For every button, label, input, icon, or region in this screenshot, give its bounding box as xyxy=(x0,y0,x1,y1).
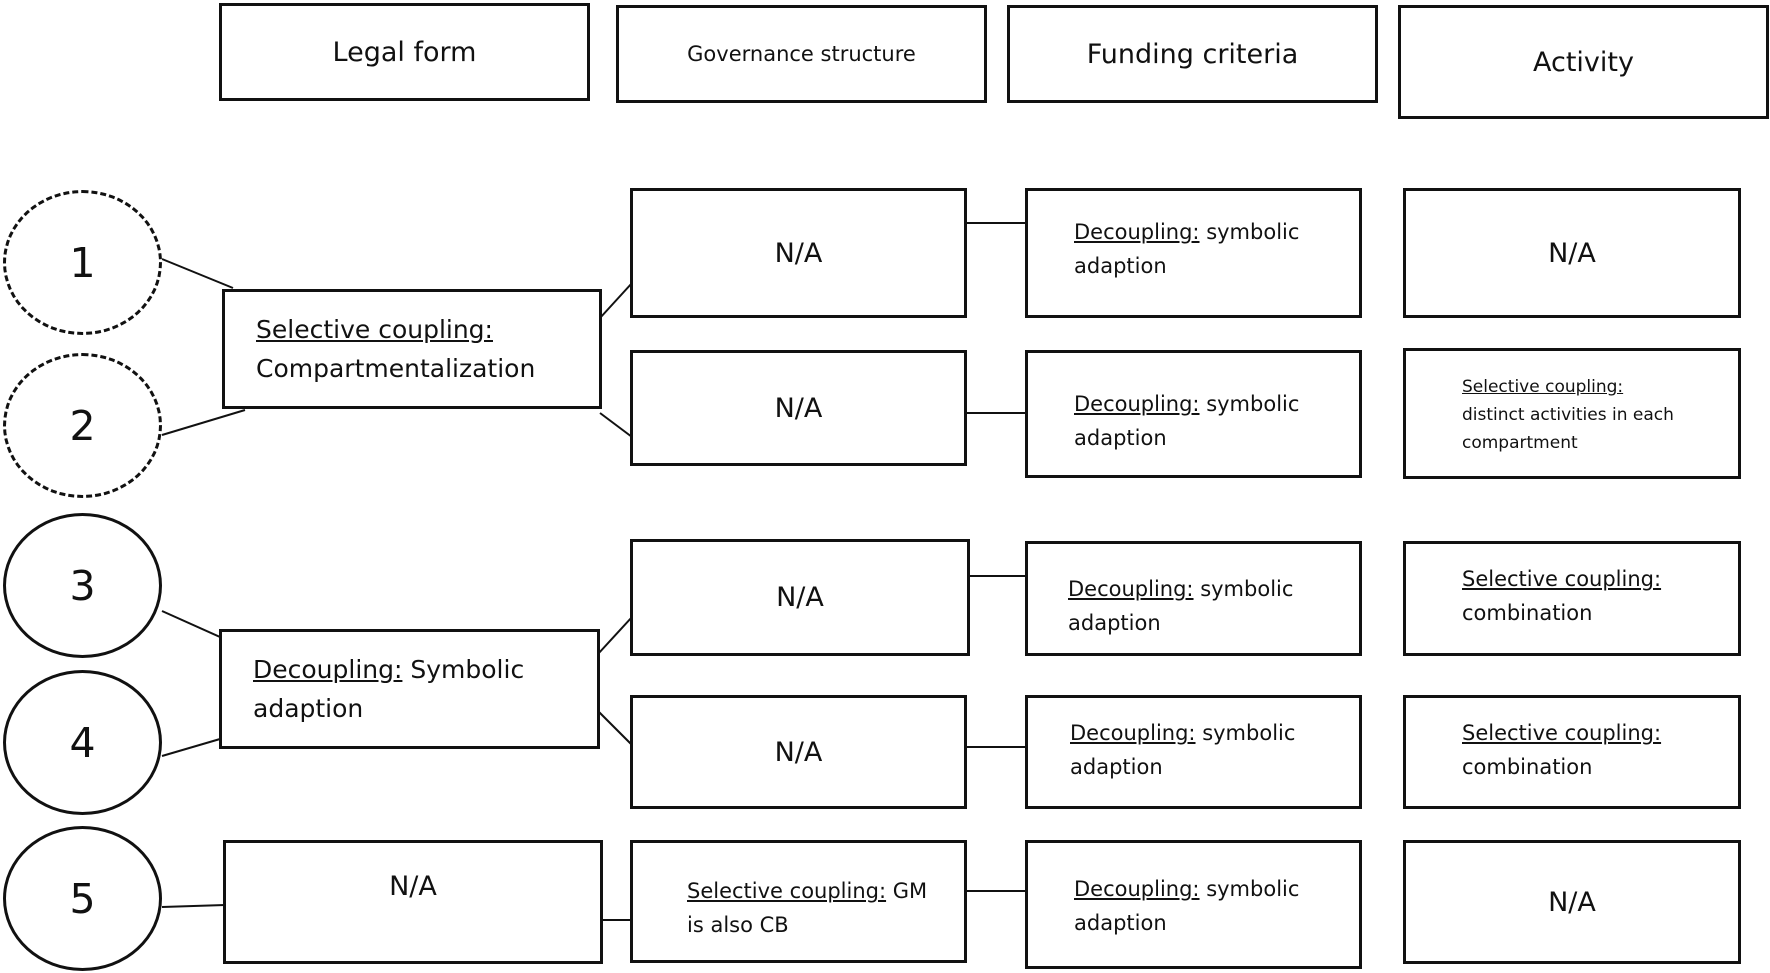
governance-r5-label: Selective coupling: xyxy=(687,879,887,903)
funding-r3-label: Decoupling: xyxy=(1068,577,1194,601)
legal-a-text: Compartmentalization xyxy=(256,354,536,383)
activity-box-row-2: Selective coupling: distinct activities … xyxy=(1403,348,1741,479)
connector-1-legal xyxy=(161,258,234,289)
funding-r3-text2: adaption xyxy=(1068,611,1161,635)
legal-form-box-cases-3-4: Decoupling: Symbolic adaption xyxy=(219,629,600,749)
header-funding-label: Funding criteria xyxy=(1086,38,1299,70)
legal-b-text: Symbolic xyxy=(402,655,525,684)
header-legal-form: Legal form xyxy=(219,3,590,101)
activity-r3-label: Selective coupling: xyxy=(1462,567,1662,591)
governance-r2-text: N/A xyxy=(774,392,823,424)
connector-4-legal xyxy=(161,738,221,757)
governance-box-row-4: N/A xyxy=(630,695,967,809)
legal-b-text2: adaption xyxy=(253,694,364,723)
activity-r1-text: N/A xyxy=(1548,237,1596,269)
funding-r2-text: symbolic xyxy=(1199,392,1300,416)
activity-r4-text: combination xyxy=(1462,755,1593,779)
funding-r1-text2: adaption xyxy=(1074,254,1167,278)
case-number-3: 3 xyxy=(69,561,96,610)
connector-3-legal xyxy=(161,610,221,638)
funding-r5-text2: adaption xyxy=(1074,911,1167,935)
activity-box-row-1: N/A xyxy=(1403,188,1741,318)
funding-r4-text: symbolic xyxy=(1195,721,1296,745)
activity-box-row-5: N/A xyxy=(1403,840,1741,964)
governance-box-row-5: Selective coupling: GM is also CB xyxy=(630,840,967,963)
case-number-1: 1 xyxy=(69,238,96,287)
case-circle-3: 3 xyxy=(3,513,162,658)
governance-r1-text: N/A xyxy=(774,237,823,269)
legal-c-text: N/A xyxy=(389,871,437,902)
case-circle-4: 4 xyxy=(3,670,162,815)
legal-form-box-cases-1-2: Selective coupling: Compartmentalization xyxy=(222,289,602,409)
activity-r2-text: distinct activities in each xyxy=(1462,405,1674,425)
funding-r5-text: symbolic xyxy=(1199,877,1300,901)
governance-box-row-3: N/A xyxy=(630,539,970,656)
governance-r4-text: N/A xyxy=(774,736,823,768)
funding-r1-label: Decoupling: xyxy=(1074,220,1200,244)
case-number-4: 4 xyxy=(69,718,96,767)
case-circle-5: 5 xyxy=(3,826,162,971)
legal-b-label: Decoupling: xyxy=(253,655,403,684)
header-legal-form-label: Legal form xyxy=(332,36,477,68)
case-number-2: 2 xyxy=(69,401,96,450)
activity-box-row-4: Selective coupling: combination xyxy=(1403,695,1741,809)
connector-2-legal xyxy=(161,409,246,436)
header-governance-structure: Governance structure xyxy=(616,5,987,103)
funding-r3-text: symbolic xyxy=(1193,577,1294,601)
funding-r4-text2: adaption xyxy=(1070,755,1163,779)
funding-box-row-2: Decoupling: symbolic adaption xyxy=(1025,350,1362,478)
case-circle-2: 2 xyxy=(3,353,162,498)
activity-r4-label: Selective coupling: xyxy=(1462,721,1662,745)
header-governance-label: Governance structure xyxy=(687,42,916,66)
header-funding-criteria: Funding criteria xyxy=(1007,5,1378,103)
header-activity-label: Activity xyxy=(1533,46,1634,78)
governance-box-row-2: N/A xyxy=(630,350,967,466)
header-activity: Activity xyxy=(1398,5,1769,119)
activity-box-row-3: Selective coupling: combination xyxy=(1403,541,1741,656)
connector-legal-b-gov3 xyxy=(597,616,633,655)
legal-a-label: Selective coupling: xyxy=(256,315,493,344)
connector-legal-a-gov1 xyxy=(599,282,633,319)
activity-r3-text: combination xyxy=(1462,601,1593,625)
governance-r5-text2: is also CB xyxy=(687,913,789,937)
case-circle-1: 1 xyxy=(3,190,162,335)
governance-r5-text: GM xyxy=(886,879,928,903)
activity-r2-text2: compartment xyxy=(1462,433,1578,453)
activity-r2-label: Selective coupling: xyxy=(1462,377,1624,397)
connector-legal-a-gov2 xyxy=(599,412,633,438)
funding-box-row-1: Decoupling: symbolic adaption xyxy=(1025,188,1362,318)
connector-5-legal xyxy=(161,904,226,908)
connector-legal-b-gov4 xyxy=(597,710,633,746)
governance-r3-text: N/A xyxy=(776,582,824,613)
funding-r4-label: Decoupling: xyxy=(1070,721,1196,745)
case-number-5: 5 xyxy=(69,874,96,923)
legal-form-box-case-5: N/A xyxy=(223,840,603,964)
funding-box-row-4: Decoupling: symbolic adaption xyxy=(1025,695,1362,809)
governance-box-row-1: N/A xyxy=(630,188,967,318)
funding-r5-label: Decoupling: xyxy=(1074,877,1200,901)
funding-r1-text: symbolic xyxy=(1199,220,1300,244)
funding-box-row-3: Decoupling: symbolic adaption xyxy=(1025,541,1362,656)
funding-box-row-5: Decoupling: symbolic adaption xyxy=(1025,840,1362,969)
funding-r2-text2: adaption xyxy=(1074,426,1167,450)
funding-r2-label: Decoupling: xyxy=(1074,392,1200,416)
activity-r5-text: N/A xyxy=(1548,886,1596,918)
